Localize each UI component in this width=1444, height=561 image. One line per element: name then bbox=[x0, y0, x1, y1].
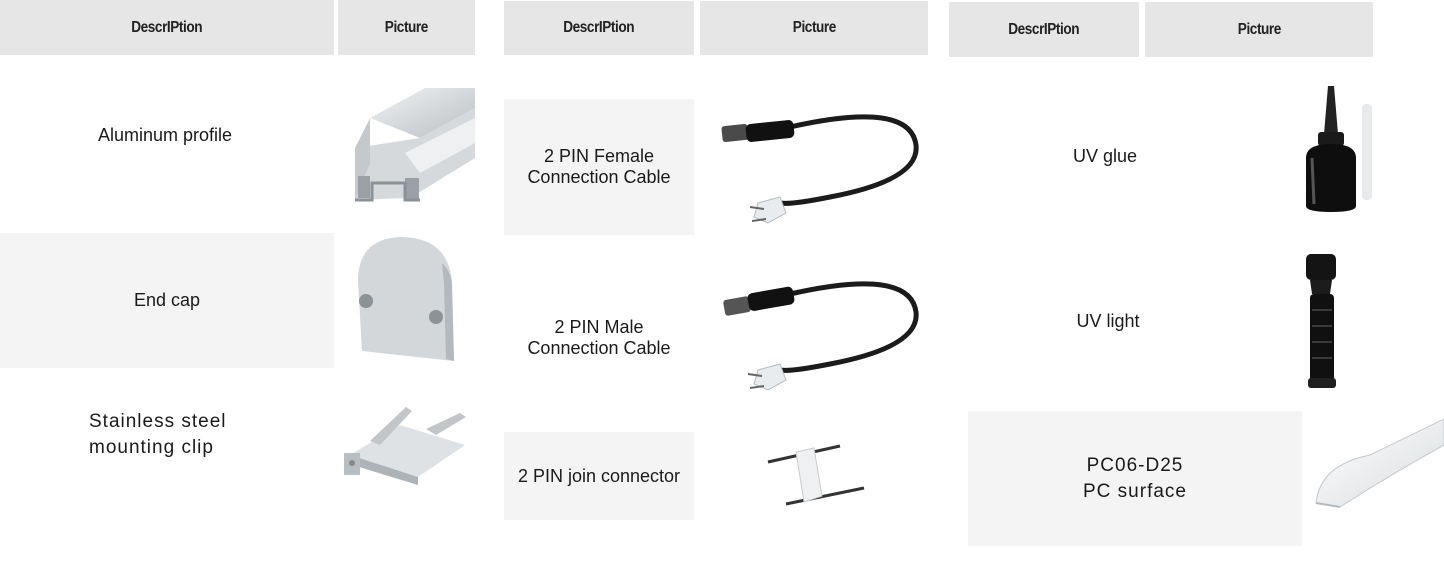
female-cable-icon bbox=[720, 105, 920, 235]
join-connector-icon bbox=[764, 438, 868, 512]
male-cable-text-line2: Connection Cable bbox=[527, 338, 671, 358]
male-cable-icon bbox=[720, 272, 920, 400]
col3-description-header: DescrIPtion bbox=[949, 2, 1139, 57]
col1-picture-header-label: Picture bbox=[384, 18, 429, 36]
end-cap-text: End cap bbox=[133, 290, 201, 310]
join-connector-text: 2 PIN join connector bbox=[517, 465, 681, 486]
pc-surface-text-line2: PC surface bbox=[1083, 480, 1187, 502]
col2-description-header: DescrIPtion bbox=[504, 1, 694, 55]
end-cap-icon bbox=[350, 233, 458, 365]
col3-picture-header-label: Picture bbox=[1237, 20, 1281, 38]
col2-description-header-label: DescrIPtion bbox=[563, 19, 635, 36]
aluminum-profile-icon bbox=[350, 88, 475, 206]
uv-flashlight-icon bbox=[1300, 250, 1345, 392]
female-cable-text-line2: Connection Cable bbox=[527, 167, 671, 187]
col1-picture-header: Picture bbox=[338, 0, 475, 55]
male-cable-label: 2 PIN Male Connection Cable bbox=[504, 305, 694, 371]
col2-picture-header-label: Picture bbox=[792, 19, 836, 36]
aluminum-profile-text: Aluminum profile bbox=[97, 124, 233, 145]
col1-description-header: DescrIPtion bbox=[0, 0, 334, 55]
female-cable-text-line1: 2 PIN Female bbox=[543, 146, 655, 166]
mounting-clip-label: Stainless steel mounting clip bbox=[89, 405, 329, 465]
col1-description-header-label: DescrIPtion bbox=[131, 18, 203, 36]
col3-description-header-label: DescrIPtion bbox=[1008, 20, 1080, 38]
mounting-clip-icon bbox=[340, 405, 475, 485]
uv-light-label: UV light bbox=[1013, 305, 1203, 337]
end-cap-label: End cap bbox=[0, 233, 334, 368]
pc-surface-label: PC06-D25 PC surface bbox=[968, 411, 1302, 546]
mounting-clip-text-line1: Stainless steel bbox=[89, 411, 227, 432]
col2-picture-header: Picture bbox=[700, 1, 928, 55]
col3-picture-header: Picture bbox=[1145, 2, 1373, 57]
pc-surface-text-line1: PC06-D25 bbox=[1086, 454, 1184, 476]
uv-glue-label: UV glue bbox=[1010, 140, 1200, 172]
uv-light-text: UV light bbox=[1076, 310, 1140, 331]
join-connector-label: 2 PIN join connector bbox=[504, 432, 694, 520]
female-cable-label: 2 PIN Female Connection Cable bbox=[504, 99, 694, 235]
mounting-clip-text-line2: mounting clip bbox=[89, 437, 214, 458]
male-cable-text-line1: 2 PIN Male bbox=[554, 317, 644, 337]
uv-glue-text: UV glue bbox=[1072, 145, 1138, 166]
uv-glue-bottle-icon bbox=[1300, 84, 1373, 214]
aluminum-profile-label: Aluminum profile bbox=[0, 100, 330, 170]
pc-diffuser-icon bbox=[1310, 415, 1444, 510]
